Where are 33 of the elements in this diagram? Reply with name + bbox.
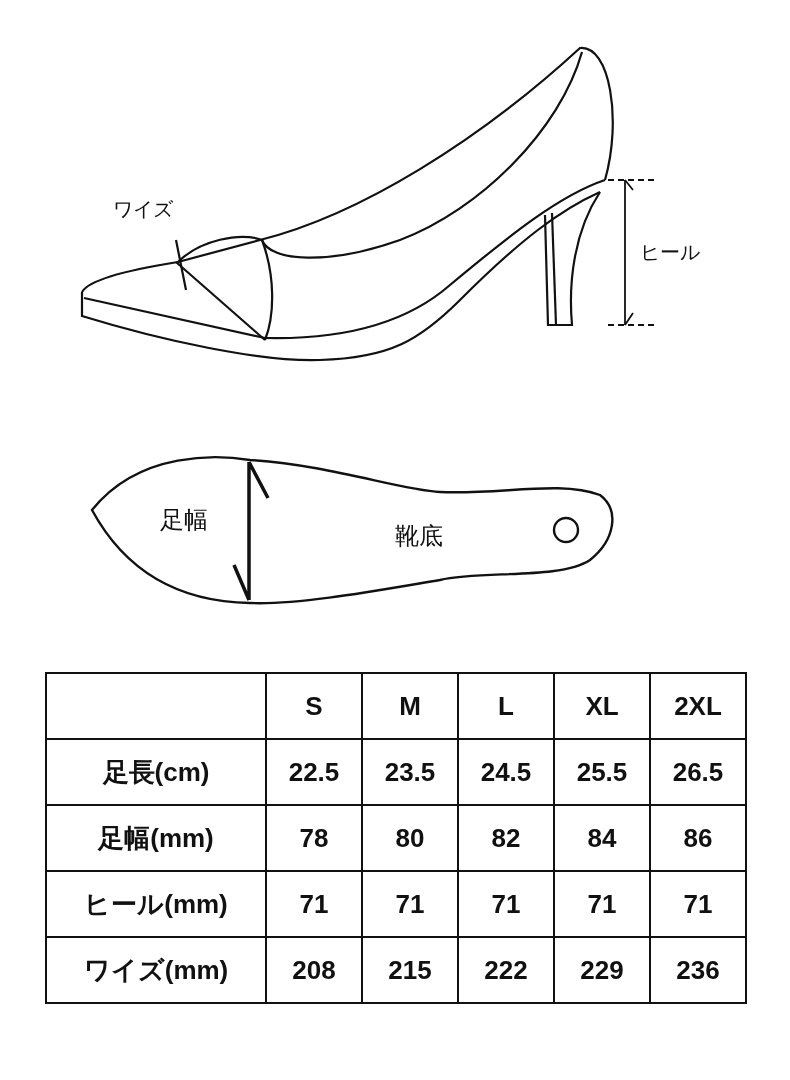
value-cell: 215 [362, 937, 458, 1003]
value-cell: 82 [458, 805, 554, 871]
value-cell: 78 [266, 805, 362, 871]
value-cell: 25.5 [554, 739, 650, 805]
value-cell: 208 [266, 937, 362, 1003]
value-cell: 71 [458, 871, 554, 937]
dimension-label: ヒール [640, 242, 700, 262]
part-label: 靴底 [395, 524, 443, 548]
value-cell: 71 [362, 871, 458, 937]
value-cell: 236 [650, 937, 746, 1003]
row-header-cell: ワイズ(mm) [46, 937, 266, 1003]
value-cell: 71 [554, 871, 650, 937]
size-header-cell: M [362, 673, 458, 739]
value-cell: 84 [554, 805, 650, 871]
size-header-cell: S [266, 673, 362, 739]
value-cell: 71 [650, 871, 746, 937]
value-cell: 26.5 [650, 739, 746, 805]
row-header-cell: 足幅(mm) [46, 805, 266, 871]
value-cell: 71 [266, 871, 362, 937]
size-header-cell: L [458, 673, 554, 739]
value-cell: 222 [458, 937, 554, 1003]
size-header-cell: 2XL [650, 673, 746, 739]
value-cell: 80 [362, 805, 458, 871]
value-cell: 24.5 [458, 739, 554, 805]
value-cell: 229 [554, 937, 650, 1003]
part-label: 足幅 [160, 508, 208, 532]
row-header-cell: 足長(cm) [46, 739, 266, 805]
dimension-label: ワイズ [113, 199, 173, 219]
value-cell: 86 [650, 805, 746, 871]
value-cell: 23.5 [362, 739, 458, 805]
row-header-cell: ヒール(mm) [46, 871, 266, 937]
size-header-cell: XL [554, 673, 650, 739]
value-cell: 22.5 [266, 739, 362, 805]
